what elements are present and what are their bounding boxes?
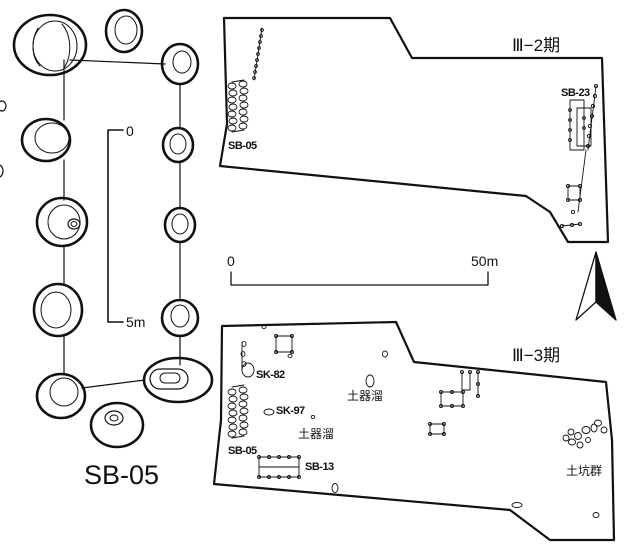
lower-pottery-deposit-label-2: 土器溜 — [298, 427, 335, 441]
upper-excavation-boundary — [218, 16, 610, 244]
post-hole — [104, 8, 144, 54]
post-hole — [0, 100, 7, 178]
post-hole — [89, 401, 145, 449]
post-hole — [12, 13, 88, 77]
site-scale-start-label: 0 — [227, 253, 235, 269]
sb05-outline — [63, 59, 181, 389]
upper-sb23-label: SB-23 — [561, 87, 590, 99]
lower-sb05-holes — [227, 384, 249, 439]
lower-sk82-label: SK-82 — [256, 369, 285, 381]
north-arrow-icon — [575, 251, 617, 321]
detail-scale-end-label: 5m — [126, 314, 146, 330]
lower-sb13-building — [257, 455, 339, 493]
lower-sk97-label: SK-97 — [276, 405, 305, 417]
post-hole — [142, 356, 214, 404]
detail-scale-bar — [107, 129, 124, 323]
site-scale-bar — [230, 271, 489, 286]
post-hole — [161, 126, 195, 164]
sb05-post-holes — [0, 8, 214, 449]
lower-pit-group-label: 土坑群 — [566, 464, 603, 478]
sb05-detail-plan — [0, 8, 214, 449]
sb05-detail-title: SB-05 — [84, 460, 160, 490]
post-hole — [35, 372, 87, 420]
upper-period-label: Ⅲ−2期 — [512, 36, 561, 55]
post-hole — [32, 282, 84, 338]
upper-site-plan — [218, 16, 610, 244]
site-scale-end-label: 50m — [471, 253, 499, 269]
upper-sb23-building — [559, 83, 599, 229]
post-hole — [160, 298, 200, 338]
lower-excavation-boundary — [212, 320, 616, 542]
upper-sb05-label: SB-05 — [228, 140, 257, 152]
lower-sk82-features — [240, 324, 388, 388]
lower-sb05-label: SB-05 — [228, 445, 257, 457]
upper-sb05-holes — [227, 79, 249, 133]
lower-sk97-pit — [263, 408, 316, 420]
lower-central-structures — [428, 370, 523, 508]
post-hole — [35, 196, 89, 248]
lower-period-label: Ⅲ−3期 — [512, 346, 561, 365]
post-hole — [163, 206, 197, 244]
lower-pottery-deposit-label-1: 土器溜 — [347, 389, 384, 403]
post-hole — [20, 117, 72, 163]
post-hole — [160, 42, 200, 86]
upper-post-alignment — [252, 27, 264, 81]
detail-scale-start-label: 0 — [126, 123, 134, 139]
lower-sb13-label: SB-13 — [305, 461, 334, 473]
lower-site-plan — [212, 320, 616, 542]
lower-pit-group — [562, 419, 608, 518]
